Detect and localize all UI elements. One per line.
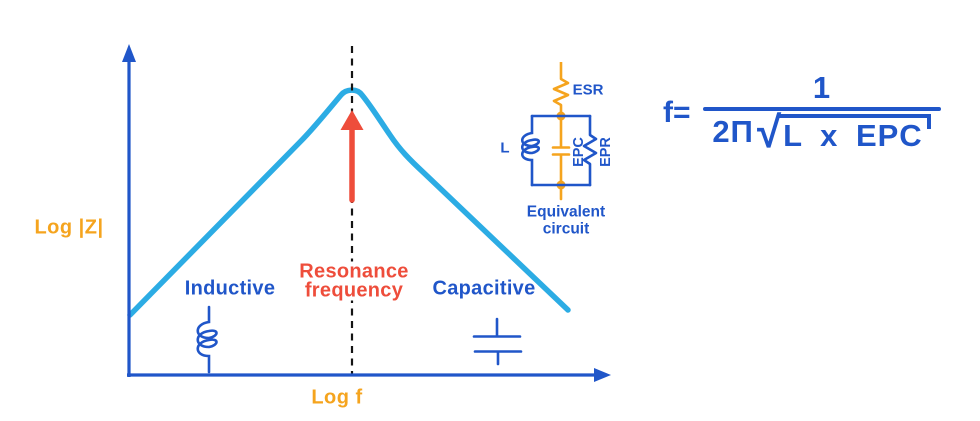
caption-line1: Equivalent bbox=[526, 203, 606, 221]
sqrt-radical-icon: √ bbox=[756, 108, 782, 157]
resonance-arrow bbox=[340, 110, 364, 203]
epr-label: EPR bbox=[598, 137, 614, 167]
caption-line2: circuit bbox=[542, 220, 590, 237]
y-axis bbox=[122, 44, 136, 377]
y-axis-label: Log |Z| bbox=[34, 216, 104, 239]
formula-fraction: 1 2Π √ L x EPC bbox=[702, 70, 941, 157]
l-label: L bbox=[500, 139, 510, 157]
formula-lhs: f= bbox=[663, 96, 691, 129]
capacitor-plates-icon bbox=[472, 317, 523, 366]
formula-radicand: L x EPC bbox=[778, 114, 931, 154]
equivalent-circuit-schematic bbox=[520, 62, 598, 201]
formula-denominator: 2Π √ L x EPC bbox=[712, 108, 931, 157]
resonance-line1: Resonance bbox=[299, 260, 409, 283]
two-pi: 2Π bbox=[712, 114, 754, 149]
resonance-line2: frequency bbox=[304, 279, 404, 301]
circuit-capacitor-epc bbox=[551, 114, 571, 201]
x-axis-label: Log f bbox=[311, 386, 363, 409]
resonance-formula: f= 1 2Π √ L x EPC bbox=[663, 70, 941, 157]
resistor-zigzag-icon-epr bbox=[582, 114, 598, 187]
x-axis bbox=[127, 368, 611, 382]
impedance-curve bbox=[127, 87, 571, 318]
resistor-zigzag-icon-esr bbox=[552, 62, 570, 116]
equivalent-circuit-caption: Equivalent circuit bbox=[526, 203, 606, 238]
region-label-inductive: Inductive bbox=[184, 277, 276, 300]
esr-label: ESR bbox=[572, 81, 604, 99]
region-label-capacitive: Capacitive bbox=[432, 277, 536, 300]
circuit-inductor-coil-icon bbox=[520, 114, 541, 187]
inductor-coil-icon bbox=[196, 305, 218, 374]
epc-label: EPC bbox=[571, 137, 587, 167]
formula-numerator: 1 bbox=[812, 70, 831, 105]
fraction-bar-icon bbox=[702, 107, 941, 111]
region-label-resonance-frequency: Resonance frequency bbox=[296, 260, 412, 301]
